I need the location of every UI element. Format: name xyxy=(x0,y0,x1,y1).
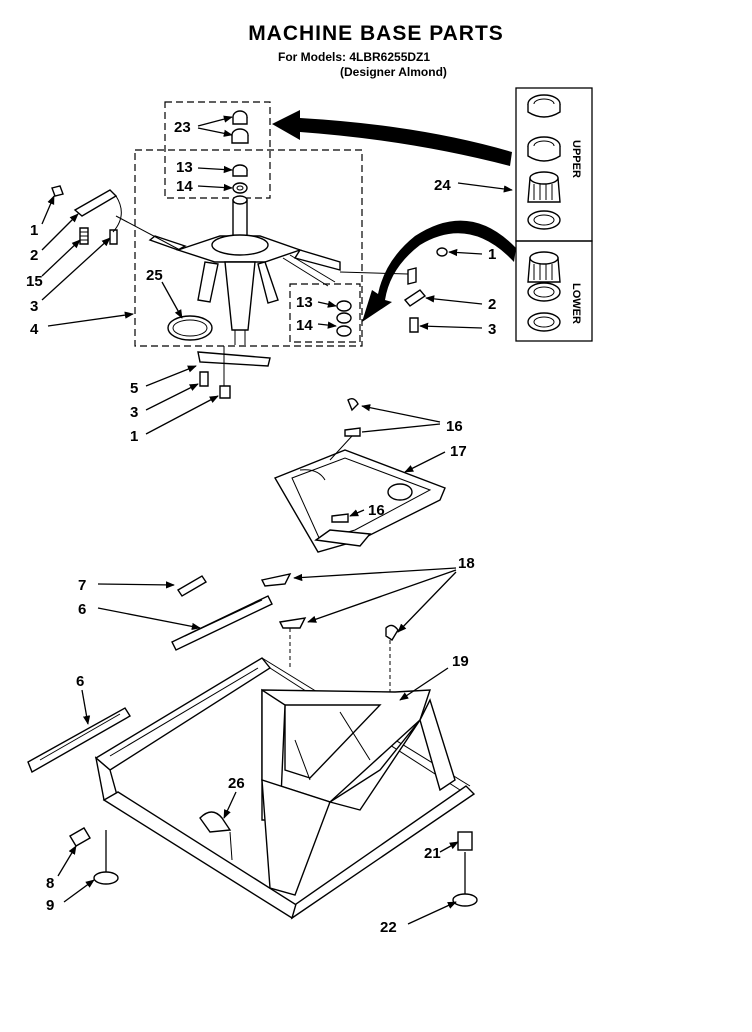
callout-8: 8 xyxy=(46,875,54,892)
page-title: MACHINE BASE PARTS xyxy=(248,22,504,45)
inset-pointer-arrows xyxy=(272,110,516,322)
callout-1-left: 1 xyxy=(30,222,38,239)
color-line: (Designer Almond) xyxy=(340,65,447,79)
callout-13-right: 13 xyxy=(296,294,313,311)
callout-23: 23 xyxy=(174,119,191,136)
leveling-feet xyxy=(69,827,478,907)
callout-15: 15 xyxy=(26,273,43,290)
upper-label: UPPER xyxy=(570,140,582,178)
callout-6-left: 6 xyxy=(76,673,84,690)
callout-18: 18 xyxy=(458,555,475,572)
callout-19: 19 xyxy=(452,653,469,670)
callout-7: 7 xyxy=(78,577,86,594)
brackets-6-7-18 xyxy=(27,573,399,774)
callout-24: 24 xyxy=(434,177,451,194)
ring-seal xyxy=(167,315,213,341)
callout-2-right: 2 xyxy=(488,296,496,313)
lower-bracket-parts xyxy=(197,346,271,399)
transmission-assembly xyxy=(148,195,341,345)
left-bracket-parts xyxy=(51,185,181,251)
callout-1-lower: 1 xyxy=(130,428,138,445)
machine-base-frame xyxy=(94,657,476,920)
snubber-kit-inset xyxy=(515,87,593,342)
callout-1-right: 1 xyxy=(488,246,496,263)
callout-3-lower: 3 xyxy=(130,404,138,421)
snubber-stack-right xyxy=(336,300,352,337)
lower-label: LOWER xyxy=(570,283,582,324)
right-bracket-parts xyxy=(339,247,448,333)
callout-3-right: 3 xyxy=(488,321,496,338)
callout-6-top: 6 xyxy=(78,601,86,618)
leader-lines xyxy=(41,115,513,925)
callout-5: 5 xyxy=(130,380,138,397)
snubber-stack-top xyxy=(231,110,249,194)
callout-16-lower: 16 xyxy=(368,502,385,519)
callout-9: 9 xyxy=(46,897,54,914)
callout-16-top: 16 xyxy=(446,418,463,435)
callout-3-left: 3 xyxy=(30,298,38,315)
models-line: For Models: 4LBR6255DZ1 xyxy=(278,50,431,64)
callout-13-top: 13 xyxy=(176,159,193,176)
callout-4: 4 xyxy=(30,321,39,338)
top-frame-17 xyxy=(273,397,446,553)
callout-17: 17 xyxy=(450,443,467,460)
callout-14-right: 14 xyxy=(296,317,313,334)
callout-14-top: 14 xyxy=(176,178,193,195)
callout-2-left: 2 xyxy=(30,247,38,264)
callout-25: 25 xyxy=(146,267,163,284)
callout-26: 26 xyxy=(228,775,245,792)
callout-21: 21 xyxy=(424,845,441,862)
callout-22: 22 xyxy=(380,919,397,936)
